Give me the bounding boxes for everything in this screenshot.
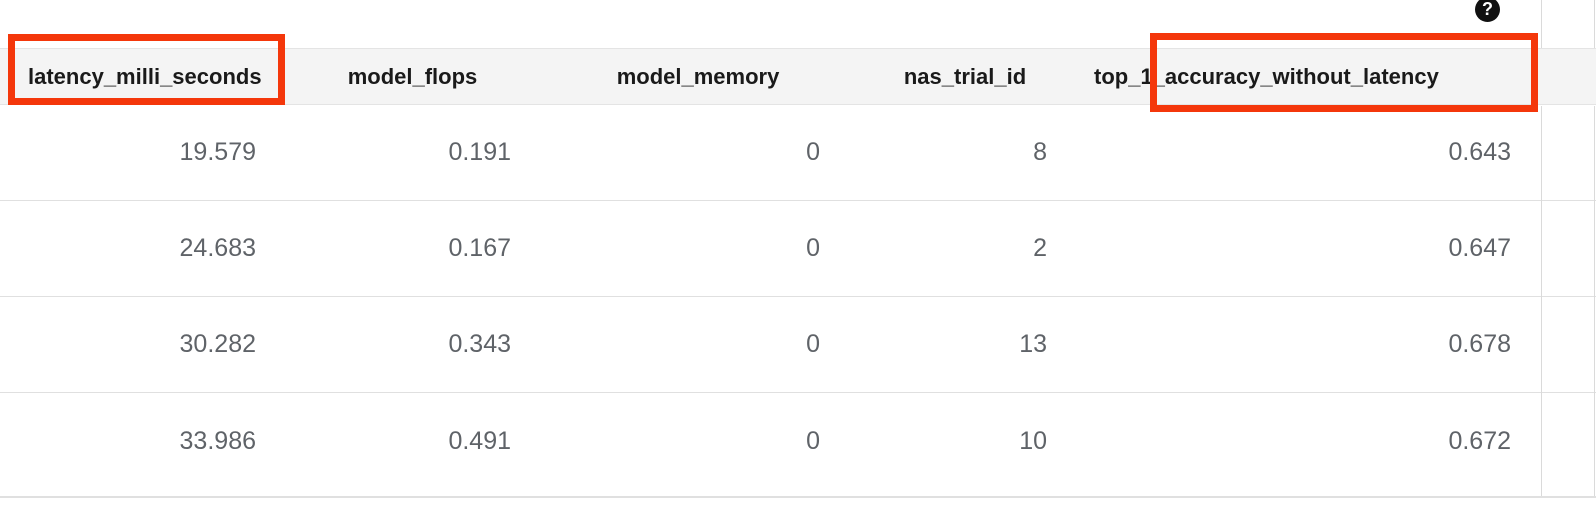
column-header-overflow <box>1541 49 1596 104</box>
cell-overflow <box>1541 297 1596 392</box>
column-header-top-1-accuracy-without-latency[interactable]: top_1_accuracy_without_latency <box>1074 49 1541 104</box>
cell-nas-trial-id: 8 <box>1033 138 1047 166</box>
column-header-label: model_flops <box>347 63 478 89</box>
column-header-label: latency_milli_seconds <box>28 63 262 89</box>
cell-model-flops: 0.491 <box>448 426 511 455</box>
cell-overflow <box>1541 105 1596 200</box>
cell-overflow <box>1541 393 1596 489</box>
table-row[interactable]: 24.683 0.167 0 2 0.647 <box>0 201 1596 297</box>
cell-model-memory: 0 <box>806 138 820 166</box>
column-separator-right-1-top <box>1541 0 1542 48</box>
cell-model-flops: 0.167 <box>448 234 511 262</box>
cell-top-1-accuracy-without-latency: 0.643 <box>1448 138 1511 166</box>
table-top-spacer <box>0 0 1596 48</box>
column-header-latency-milli-seconds[interactable]: latency_milli_seconds <box>0 49 285 104</box>
cell-model-memory: 0 <box>806 330 820 358</box>
cell-latency-milli-seconds: 33.986 <box>179 426 256 455</box>
cell-nas-trial-id: 10 <box>1019 426 1047 455</box>
cell-latency-milli-seconds: 24.683 <box>179 234 256 262</box>
cell-latency-milli-seconds: 30.282 <box>179 330 256 358</box>
table-row[interactable]: 19.579 0.191 0 8 0.643 <box>0 105 1596 201</box>
column-header-label: nas_trial_id <box>903 63 1027 89</box>
cell-model-flops: 0.191 <box>448 138 511 166</box>
cell-nas-trial-id: 2 <box>1033 234 1047 262</box>
cell-top-1-accuracy-without-latency: 0.647 <box>1448 234 1511 262</box>
column-header-label: model_memory <box>616 63 780 89</box>
table-row[interactable]: 30.282 0.343 0 13 0.678 <box>0 297 1596 393</box>
column-header-model-flops[interactable]: model_flops <box>285 49 540 104</box>
cell-model-memory: 0 <box>806 426 820 455</box>
cell-model-memory: 0 <box>806 234 820 262</box>
table-header-row: latency_milli_seconds model_flops model_… <box>0 48 1596 105</box>
cell-top-1-accuracy-without-latency: 0.678 <box>1448 330 1511 358</box>
column-separator-right-1-body <box>1541 106 1542 496</box>
help-question-icon[interactable]: ? <box>1475 0 1500 22</box>
cell-latency-milli-seconds: 19.579 <box>179 138 256 166</box>
column-header-nas-trial-id[interactable]: nas_trial_id <box>856 49 1074 104</box>
table-bottom-divider <box>0 496 1596 498</box>
column-header-model-memory[interactable]: model_memory <box>540 49 856 104</box>
column-separator-right-2-body <box>1594 106 1595 496</box>
data-table: latency_milli_seconds model_flops model_… <box>0 0 1596 489</box>
cell-nas-trial-id: 13 <box>1019 330 1047 358</box>
column-separator-right-2-top <box>1594 0 1595 48</box>
table-row[interactable]: 33.986 0.491 0 10 0.672 <box>0 393 1596 489</box>
cell-model-flops: 0.343 <box>448 330 511 358</box>
column-header-label: top_1_accuracy_without_latency <box>1094 63 1439 89</box>
cell-overflow <box>1541 201 1596 296</box>
cell-top-1-accuracy-without-latency: 0.672 <box>1448 426 1511 455</box>
